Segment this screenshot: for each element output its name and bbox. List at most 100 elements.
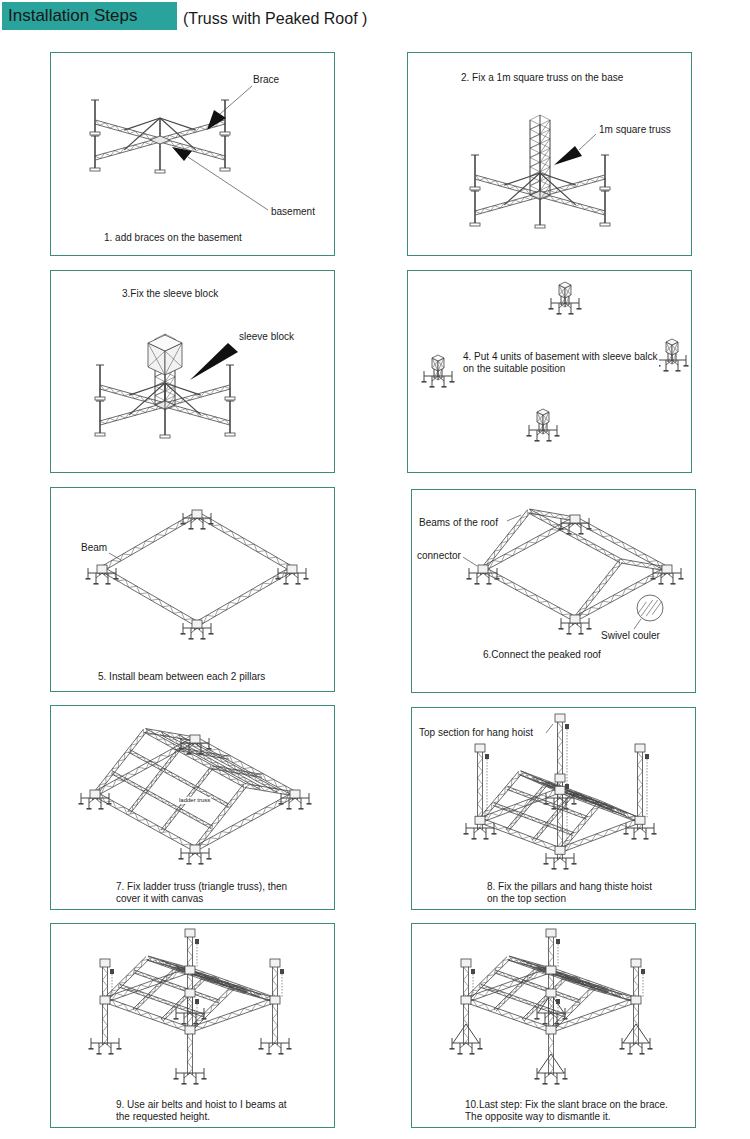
step-panel: 9. Use air belts and hoist to I beams at… <box>50 923 335 1128</box>
jack-screw <box>189 853 190 863</box>
part-name: sleeve block <box>238 331 295 343</box>
truss-lacing <box>165 386 175 400</box>
foot-plate <box>267 1053 272 1055</box>
ladder-truss <box>522 977 567 1021</box>
jack-screw <box>486 828 487 838</box>
jack-screw <box>466 823 467 833</box>
truss-lacing <box>161 138 225 160</box>
foot-plate <box>284 583 289 585</box>
ladder-truss <box>494 967 539 1011</box>
ladder-truss <box>179 748 230 759</box>
jack-screw <box>306 568 307 578</box>
sleeve-block <box>185 966 195 974</box>
step-4-figure <box>422 282 689 442</box>
ladder-truss <box>507 787 588 820</box>
top-section <box>475 744 485 752</box>
truss-ring <box>155 400 175 410</box>
top-section <box>631 959 641 967</box>
truss-chord <box>245 787 295 796</box>
top-section <box>555 714 565 722</box>
sleeve-block <box>546 966 556 974</box>
hoist-chain <box>643 974 644 997</box>
truss-ring <box>530 162 550 172</box>
foot-plate <box>279 1053 284 1055</box>
leader-line <box>220 86 252 114</box>
truss-lacing <box>104 1000 189 1033</box>
foot-plate <box>572 863 577 865</box>
roof-beam-truss <box>593 986 637 1002</box>
jack-screw <box>557 425 558 435</box>
sleeve-block <box>570 515 580 523</box>
jack-screw <box>204 1068 205 1078</box>
truss-chord <box>104 1002 189 1032</box>
hoist <box>556 939 560 944</box>
step-caption: 7. Fix ladder truss (triangle truss), th… <box>116 881 306 905</box>
top-section <box>635 744 645 752</box>
hoist-chain <box>473 974 474 997</box>
step-10-figure <box>450 929 653 1085</box>
foot-plate <box>600 187 610 190</box>
outrigger-arm <box>474 193 540 215</box>
jack-screw <box>452 371 453 381</box>
foot-plate <box>187 863 192 865</box>
truss-lacing <box>113 771 212 829</box>
truss-lacing <box>162 732 261 790</box>
truss-chord <box>465 1002 550 1032</box>
jack-screw <box>634 828 635 838</box>
hoist <box>471 969 475 974</box>
foot-plate <box>559 628 564 630</box>
jack-handle <box>471 155 479 156</box>
sleeve-brace <box>165 351 182 367</box>
truss-chord <box>638 967 639 1045</box>
jack-screw <box>666 360 667 370</box>
coupler-hatch <box>652 601 662 614</box>
truss-chord <box>146 729 246 784</box>
outrigger-arm <box>164 403 230 425</box>
jack-screw <box>301 798 302 808</box>
foot-plate <box>86 578 91 580</box>
jack-screw <box>549 430 550 440</box>
jack-screw <box>474 191 476 223</box>
foot-plate <box>296 583 301 585</box>
ladder-truss <box>565 977 608 992</box>
top-section <box>270 959 280 967</box>
truss-lacing <box>103 967 108 1045</box>
truss-lacing <box>532 792 572 840</box>
sleeve-block <box>148 335 182 375</box>
foot-plate <box>201 528 206 530</box>
truss-chord <box>205 977 248 989</box>
leader-line <box>634 619 641 629</box>
truss-lacing <box>101 515 199 568</box>
sleeve-block <box>432 355 444 371</box>
jack-screw <box>477 573 478 583</box>
jack-screw <box>646 828 647 838</box>
step-panel: 4. Put 4 units of basement with sleeve b… <box>407 270 692 473</box>
sleeve-block <box>192 620 202 628</box>
sleeve-brace <box>565 288 571 295</box>
truss-lacing <box>273 967 278 1045</box>
jack-screw <box>181 848 182 858</box>
jack-screw <box>261 1038 262 1048</box>
jack-screw <box>278 568 279 578</box>
outrigger-arm <box>99 403 165 425</box>
step-caption: 2. Fix a 1m square truss on the base <box>461 72 681 84</box>
foot-plate <box>470 187 480 190</box>
slant-brace <box>623 1024 636 1043</box>
jack-screw <box>111 1043 112 1053</box>
truss-chord <box>521 771 601 801</box>
leader-line <box>463 557 477 566</box>
jack-screw <box>630 1043 631 1053</box>
slant-brace <box>538 1054 551 1073</box>
truss-chord <box>103 516 198 571</box>
base-plate <box>150 136 170 144</box>
truss-lacing <box>540 129 550 143</box>
foot-plate <box>174 1078 179 1080</box>
truss-chord <box>529 509 575 517</box>
title-bar: Installation Steps <box>2 2 177 30</box>
foot-plate <box>304 578 309 580</box>
jack-screw <box>176 1068 177 1078</box>
stage-truss <box>467 509 684 635</box>
outrigger-arm <box>545 1073 557 1078</box>
beam-truss <box>101 512 199 571</box>
hoist-chain <box>282 974 283 997</box>
